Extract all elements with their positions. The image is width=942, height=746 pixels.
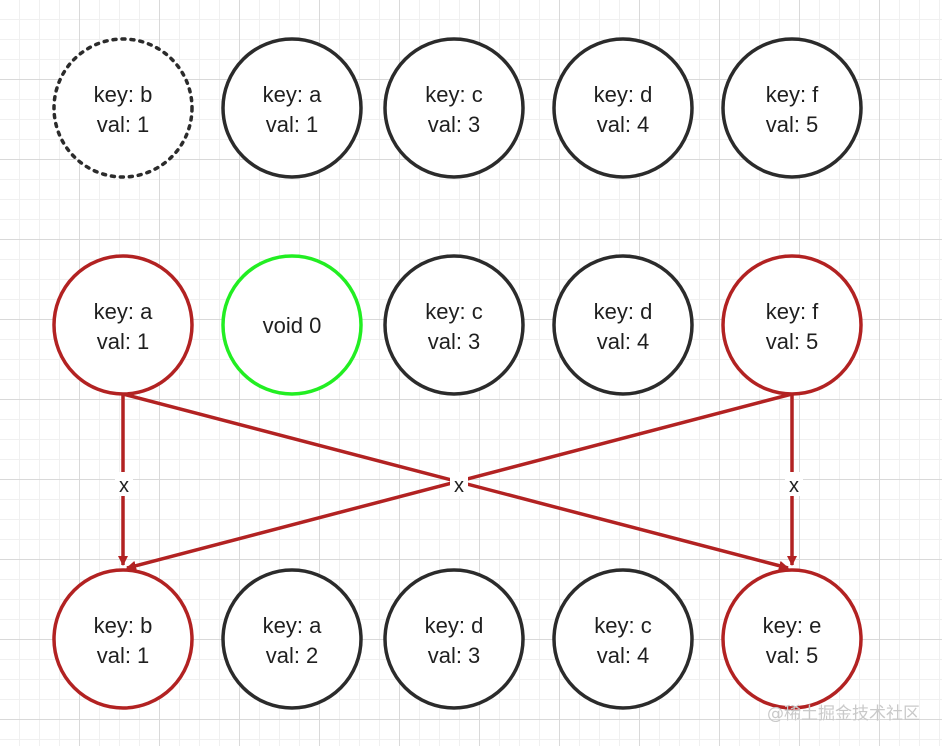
node-val-label: val: 1 <box>97 112 150 137</box>
edge-label-text: x <box>119 475 129 497</box>
node-top-3: key: c val: 3 <box>383 37 525 179</box>
edge-label-bg <box>115 472 133 496</box>
node-val-label: val: 5 <box>766 112 819 137</box>
node-key-label: key: a <box>263 613 322 638</box>
node-key-label: key: e <box>763 613 822 638</box>
edge-label-text: x <box>454 475 464 497</box>
node-key-label: key: c <box>425 82 482 107</box>
node-middle-4: key: d val: 4 <box>552 254 694 396</box>
node-key-label: key: a <box>94 299 153 324</box>
node-circle <box>221 37 363 179</box>
node-key-label: key: b <box>94 82 153 107</box>
node-circle <box>52 37 194 179</box>
watermark: @稀土掘金技术社区 <box>767 704 920 724</box>
node-key-label: key: f <box>766 299 819 324</box>
node-key-label: key: c <box>425 299 482 324</box>
node-val-label: val: 4 <box>597 329 650 354</box>
node-val-label: val: 1 <box>266 112 319 137</box>
node-circle <box>52 568 194 710</box>
node-circle <box>383 254 525 396</box>
edge-label-left: x <box>115 472 133 497</box>
node-key-label: key: d <box>594 82 653 107</box>
node-middle-2: void 0 <box>221 254 363 396</box>
node-circle <box>221 254 363 396</box>
edge-label-bg <box>450 472 468 496</box>
node-val-label: val: 2 <box>266 643 319 668</box>
node-circle <box>721 568 863 710</box>
node-val-label: val: 5 <box>766 329 819 354</box>
node-bottom-4: key: c val: 4 <box>552 568 694 710</box>
node-top-4: key: d val: 4 <box>552 37 694 179</box>
node-circle <box>221 568 363 710</box>
node-top-1: key: b val: 1 <box>52 37 194 179</box>
node-key-label: key: d <box>425 613 484 638</box>
node-middle-3: key: c val: 3 <box>383 254 525 396</box>
node-label: void 0 <box>263 313 322 338</box>
node-middle-1: key: a val: 1 <box>52 254 194 396</box>
node-top-2: key: a val: 1 <box>221 37 363 179</box>
node-val-label: val: 4 <box>597 112 650 137</box>
node-circle <box>721 37 863 179</box>
node-circle <box>52 254 194 396</box>
edge-label-text: x <box>789 475 799 497</box>
edge-label-cross: x <box>450 472 468 497</box>
node-val-label: val: 3 <box>428 329 481 354</box>
node-middle-5: key: f val: 5 <box>721 254 863 396</box>
node-circle <box>383 37 525 179</box>
node-key-label: key: d <box>594 299 653 324</box>
node-bottom-5: key: e val: 5 <box>721 568 863 710</box>
node-bottom-3: key: d val: 3 <box>383 568 525 710</box>
node-key-label: key: c <box>594 613 651 638</box>
node-bottom-1: key: b val: 1 <box>52 568 194 710</box>
node-val-label: val: 3 <box>428 112 481 137</box>
node-top-5: key: f val: 5 <box>721 37 863 179</box>
edge-label-bg <box>785 472 803 496</box>
node-circle <box>552 568 694 710</box>
node-circle <box>721 254 863 396</box>
node-key-label: key: f <box>766 82 819 107</box>
node-val-label: val: 5 <box>766 643 819 668</box>
node-val-label: val: 4 <box>597 643 650 668</box>
node-val-label: val: 1 <box>97 643 150 668</box>
node-key-label: key: b <box>94 613 153 638</box>
node-val-label: val: 1 <box>97 329 150 354</box>
node-key-label: key: a <box>263 82 322 107</box>
node-circle <box>552 254 694 396</box>
node-bottom-2: key: a val: 2 <box>221 568 363 710</box>
node-circle <box>552 37 694 179</box>
node-val-label: val: 3 <box>428 643 481 668</box>
edge-label-right: x <box>785 472 803 497</box>
node-circle <box>383 568 525 710</box>
